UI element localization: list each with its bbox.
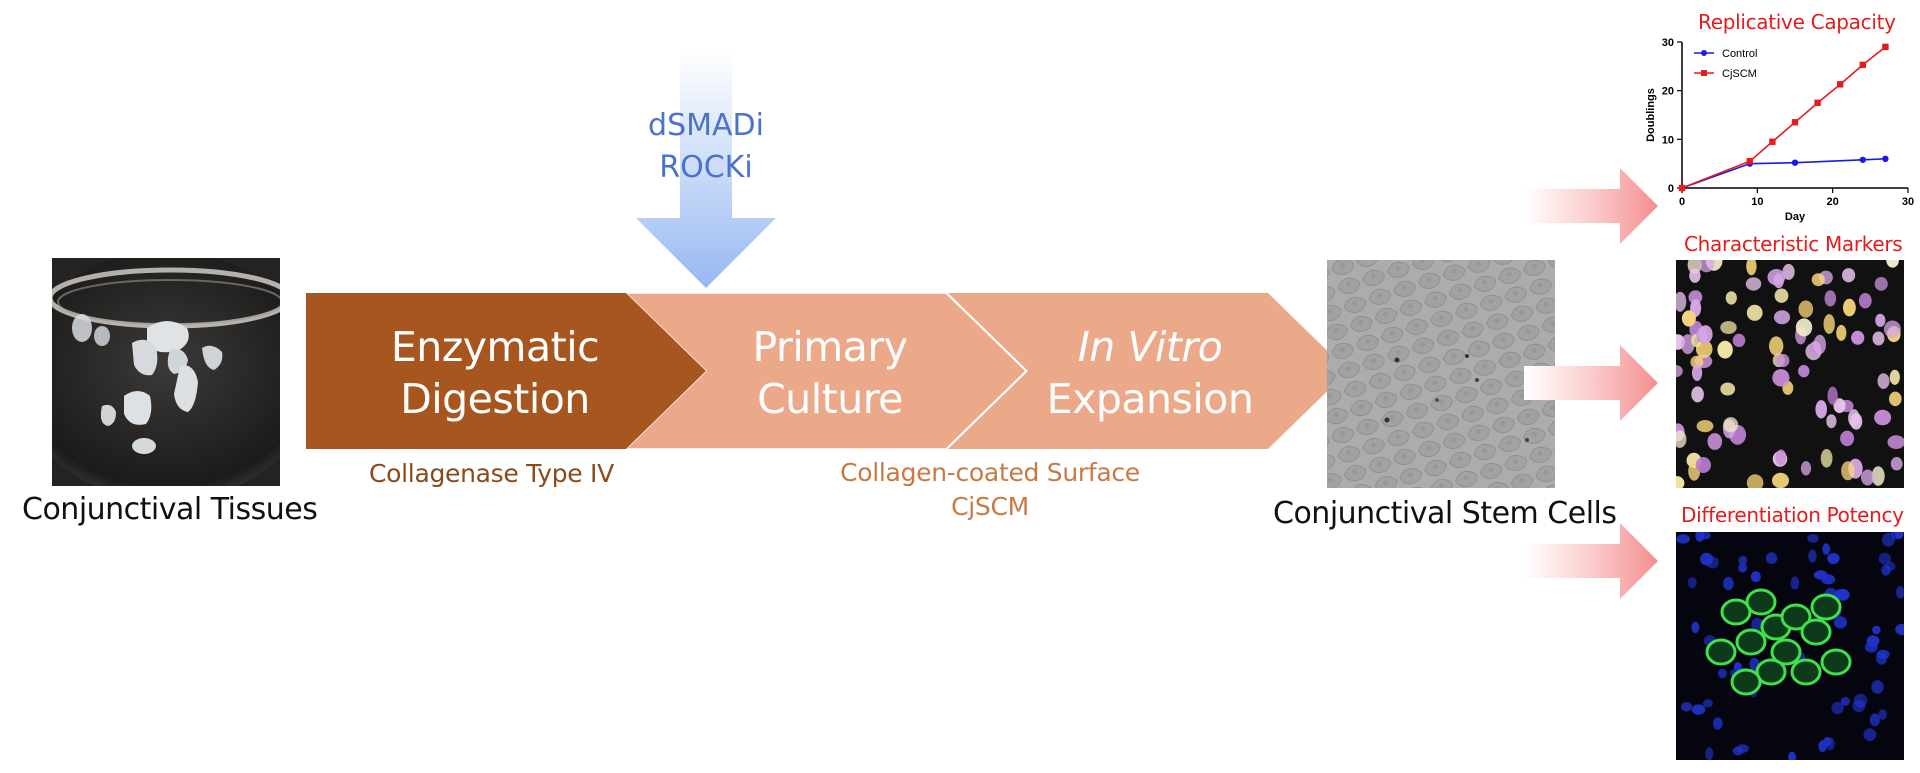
data-point-control <box>1859 156 1866 163</box>
tissue-dish-photo <box>52 258 280 486</box>
data-point-cjscm <box>1678 184 1686 192</box>
y-tick-label: 30 <box>1662 37 1674 49</box>
data-point-cjscm <box>1746 158 1753 165</box>
characteristic-markers-image <box>1676 260 1904 488</box>
inhibitor-rocki: ROCKi <box>659 150 753 185</box>
panel-title-replicative: Replicative Capacity <box>1698 10 1896 34</box>
chevron-step3 <box>948 293 1348 449</box>
stem-cells-caption: Conjunctival Stem Cells <box>1273 496 1617 531</box>
series-line-cjscm <box>1681 46 1886 189</box>
step-in-vitro-expansion: In Vitro Expansion <box>1000 321 1300 425</box>
step1-line1: Enzymatic <box>390 323 600 371</box>
data-point-cjscm <box>1769 138 1776 145</box>
step1-line2: Digestion <box>400 375 590 423</box>
tissue-caption: Conjunctival Tissues <box>22 492 318 527</box>
x-tick-label: 0 <box>1679 196 1685 208</box>
x-tick-label: 20 <box>1827 196 1839 208</box>
panel-title-potency: Differentiation Potency <box>1681 503 1904 527</box>
red-arrow-replicative <box>1524 168 1658 244</box>
x-tick-label: 10 <box>1751 196 1763 208</box>
data-point-cjscm <box>1859 61 1866 69</box>
series-line-control <box>1681 158 1886 189</box>
collagenase-label: Collagenase Type IV <box>369 459 614 488</box>
step3-line2: Expansion <box>1046 375 1254 423</box>
legend-label-control: Control <box>1722 48 1757 60</box>
panel-title-markers: Characteristic Markers <box>1684 232 1903 256</box>
culture-condition-medium: CjSCM <box>951 492 1029 521</box>
y-tick-label: 10 <box>1662 134 1674 146</box>
data-point-control <box>1791 159 1799 166</box>
legend-label-cjscm: CjSCM <box>1722 68 1757 80</box>
culture-conditions: Collagen-coated Surface CjSCM <box>820 456 1160 524</box>
data-point-cjscm <box>1791 119 1799 126</box>
inhibitor-arrow <box>636 52 776 288</box>
step2-line2: Culture <box>757 375 903 423</box>
red-arrow-potency <box>1524 523 1658 599</box>
stem-cells-micrograph <box>1327 260 1555 488</box>
x-tick-label: 30 <box>1902 196 1914 208</box>
y-axis-label: Doublings <box>1645 88 1657 142</box>
step-enzymatic-digestion: Enzymatic Digestion <box>330 321 660 425</box>
legend-marker-control <box>1701 50 1707 56</box>
differentiation-potency-image <box>1676 532 1904 760</box>
culture-condition-surface: Collagen-coated Surface <box>840 458 1140 487</box>
step3-line1: In Vitro <box>1077 323 1223 371</box>
data-point-cjscm <box>1837 81 1844 88</box>
red-arrow-markers <box>1524 345 1658 421</box>
inhibitor-labels: dSMADi ROCKi <box>626 105 786 189</box>
y-tick-label: 20 <box>1662 86 1674 98</box>
inhibitor-dsmadi: dSMADi <box>648 108 764 143</box>
y-tick-label: 0 <box>1668 183 1674 195</box>
step2-line1: Primary <box>752 323 908 371</box>
legend-marker-cjscm <box>1701 70 1707 76</box>
data-point-cjscm <box>1814 99 1821 107</box>
data-point-control <box>1882 155 1889 162</box>
process-chevrons <box>306 292 1348 450</box>
chevron-step1 <box>306 293 706 449</box>
x-axis-label: Day <box>1785 211 1806 223</box>
data-point-cjscm <box>1882 43 1889 51</box>
step-primary-culture: Primary Culture <box>680 321 980 425</box>
